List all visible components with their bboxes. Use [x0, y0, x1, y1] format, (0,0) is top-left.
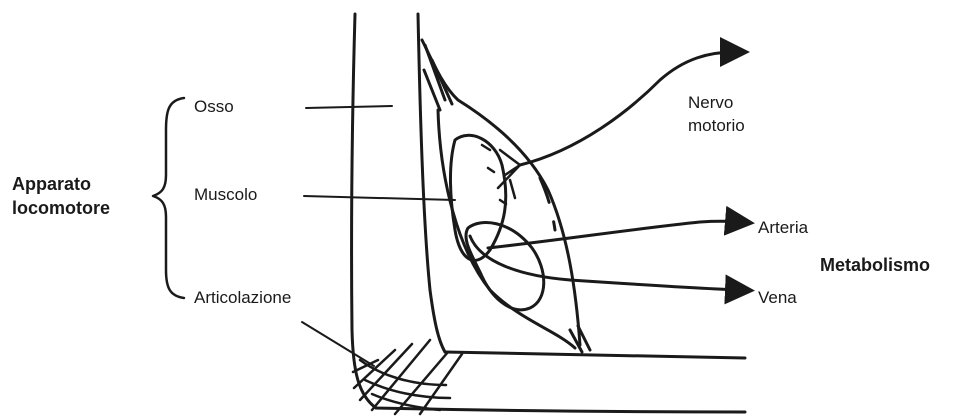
- tendon-top: [424, 45, 452, 110]
- motorio-line: motorio: [688, 115, 745, 138]
- nerve-endings: [482, 145, 520, 204]
- articolazione-pointer: [302, 322, 374, 366]
- muscle-inner-loop: [450, 135, 505, 260]
- articolazione-label: Articolazione: [194, 287, 291, 310]
- nervo-line: Nervo: [688, 92, 745, 115]
- osso-pointer: [306, 106, 392, 108]
- bone-base-top: [445, 352, 745, 358]
- apparato-locomotore-label: Apparato locomotore: [12, 172, 110, 221]
- curly-brace: [153, 98, 184, 298]
- locomotore-line: locomotore: [12, 196, 110, 220]
- osso-label: Osso: [194, 96, 234, 119]
- apparato-line: Apparato: [12, 172, 110, 196]
- artery-line: [488, 221, 740, 248]
- vena-label: Vena: [758, 287, 797, 310]
- arteria-label: Arteria: [758, 217, 808, 240]
- metabolismo-label: Metabolismo: [820, 253, 930, 277]
- muscolo-pointer: [304, 196, 455, 200]
- bone-left-edge: [352, 14, 376, 408]
- muscolo-label: Muscolo: [194, 184, 257, 207]
- nervo-motorio-label: Nervo motorio: [688, 92, 745, 138]
